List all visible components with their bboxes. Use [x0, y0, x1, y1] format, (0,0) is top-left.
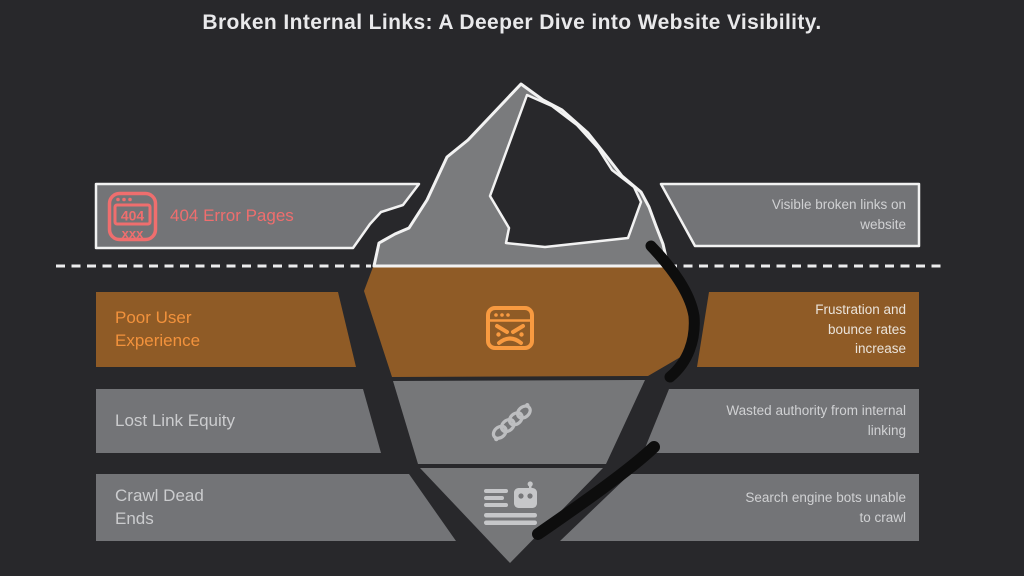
label-visible-broken-links: Visible broken links on website: [771, 197, 906, 232]
right-box-search-bots: [560, 474, 919, 541]
ink-accent-bottom: [532, 441, 660, 540]
left-box-link-equity: [96, 389, 381, 453]
label-frustration-bounce: Frustration and bounce rates increase: [815, 302, 906, 357]
badge-404-sub: xxx: [122, 226, 144, 241]
iceberg-shadow-face: [488, 93, 643, 249]
label-404-error-pages: 404 Error Pages: [170, 205, 294, 225]
label-poor-user-experience: Poor User Experience: [115, 308, 201, 350]
crawler-bot-list-icon: [484, 481, 537, 525]
ink-accent-right: [645, 240, 700, 383]
angry-browser-icon: [486, 306, 534, 350]
badge-404-code: 404: [121, 208, 145, 224]
page-title: Broken Internal Links: A Deeper Dive int…: [202, 11, 822, 34]
right-box-frustration: [697, 292, 919, 367]
right-box-wasted-authority: [643, 389, 919, 453]
right-box-visible-links: [659, 182, 921, 248]
label-search-engine-bots: Search engine bots unable to crawl: [745, 489, 906, 525]
chain-links-icon: [491, 403, 532, 442]
left-box-crawl-dead-ends: [96, 474, 456, 541]
left-box-poor-ux: [96, 292, 356, 367]
label-wasted-authority: Wasted authority from internal linking: [726, 403, 906, 438]
label-crawl-dead-ends: Crawl Dead Ends: [115, 486, 204, 528]
label-lost-link-equity: Lost Link Equity: [115, 410, 236, 430]
left-box-404: [94, 182, 421, 250]
404-browser-icon: 404 xxx: [107, 191, 158, 242]
